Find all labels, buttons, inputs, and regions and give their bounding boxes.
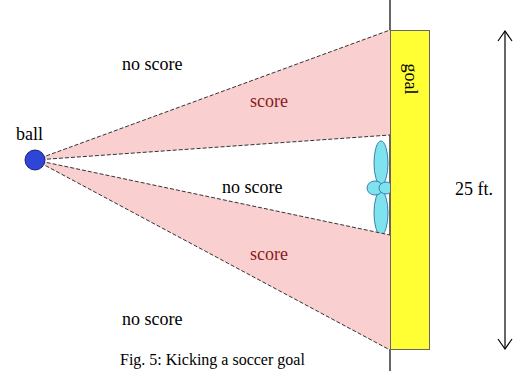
goal-box: goal [390,30,430,350]
region-label: no score [222,178,282,198]
region-label: no score [122,55,182,75]
wedge-shape [30,28,392,163]
region-label: no score [122,310,182,330]
goal-label: goal [400,64,420,95]
dimension-arrow [498,31,512,349]
zone-label: score [250,92,288,112]
ball-marker: ball [12,125,58,173]
dimension-label: 25 ft. [455,180,493,200]
figure-caption: Fig. 5: Kicking a soccer goal [120,351,305,369]
score-zone: score [30,28,392,163]
ball-label: ball [16,125,43,145]
score-zone: score [30,157,392,353]
zone-label: score [250,245,288,265]
wedge-shape [30,157,392,353]
